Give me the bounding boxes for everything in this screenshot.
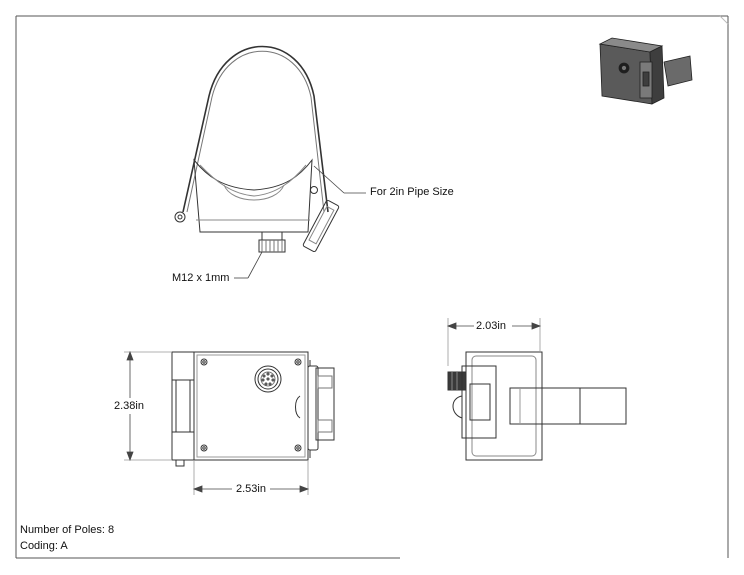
side-view-dimensions — [446, 318, 542, 366]
top-view — [174, 45, 340, 253]
poles-note: Number of Poles: 8 — [20, 524, 115, 536]
callout-leaders — [234, 165, 366, 279]
sheet-border — [15, 15, 729, 559]
height-dimension-label: 2.38in — [114, 400, 144, 412]
width-dimension-label: 2.53in — [236, 483, 266, 495]
front-view — [171, 351, 335, 467]
front-view-dimensions — [124, 350, 310, 495]
coding-note: Coding: A — [20, 540, 68, 552]
side-view — [447, 351, 627, 461]
thread-callout: M12 x 1mm — [172, 272, 230, 284]
pipe-size-callout: For 2in Pipe Size — [370, 186, 454, 198]
isometric-thumbnail — [598, 37, 693, 105]
depth-dimension-label: 2.03in — [476, 320, 506, 332]
